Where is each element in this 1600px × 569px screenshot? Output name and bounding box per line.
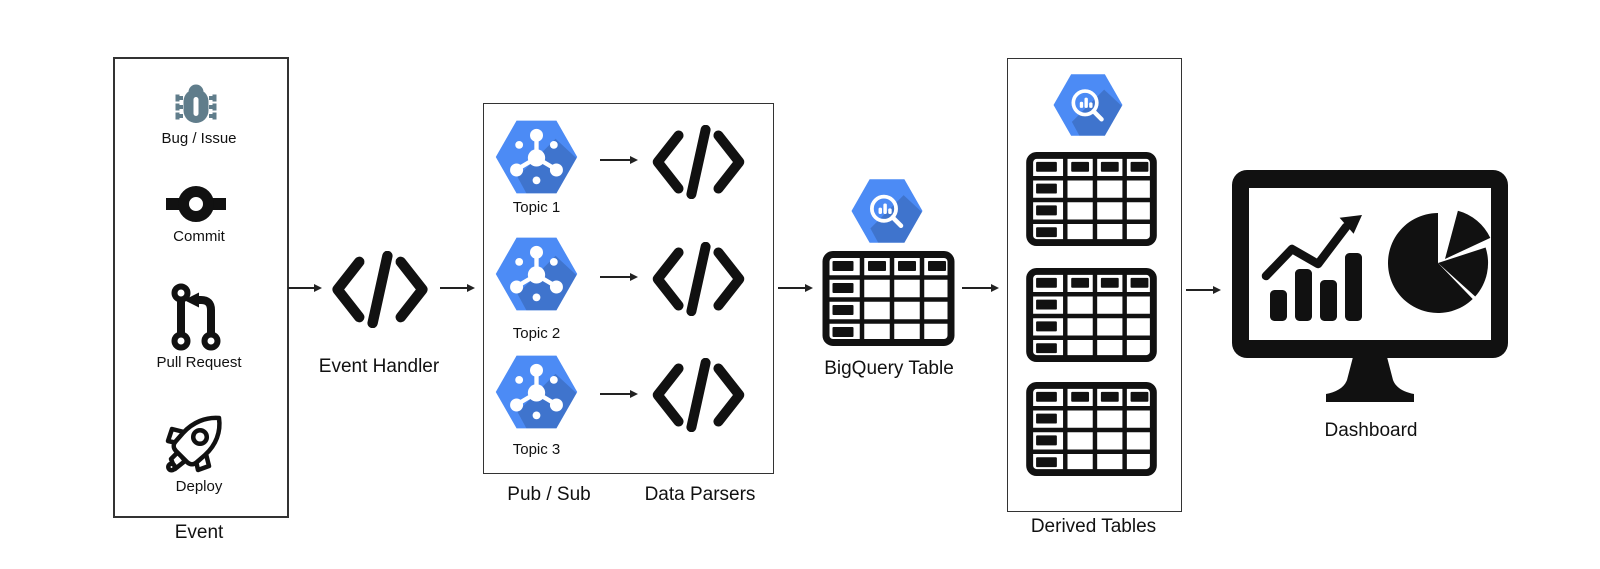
event-item-label: Pull Request <box>156 354 242 371</box>
event-item-label: Deploy <box>175 478 223 495</box>
topic-label: Topic 2 <box>512 325 561 342</box>
derived-tables-label: Derived Tables <box>1030 516 1157 537</box>
flow-arrow <box>600 276 630 278</box>
dashboard-monitor-icon <box>1232 170 1508 402</box>
rocket-icon <box>165 415 222 473</box>
bug-icon <box>175 84 217 123</box>
bigquery-hexagon-icon <box>849 177 925 245</box>
pubsub-hexagon-icon <box>493 353 580 431</box>
pubsub-group-title: Pub / Sub <box>507 484 591 505</box>
event-item-label: Bug / Issue <box>161 130 237 147</box>
flow-arrow <box>600 393 630 395</box>
data-parsers-title: Data Parsers <box>644 484 756 505</box>
flow-arrow <box>288 287 314 289</box>
pubsub-group-box <box>483 103 774 474</box>
flow-arrow <box>1186 289 1213 291</box>
event-item-label: Commit <box>173 228 225 245</box>
topic-label: Topic 3 <box>512 441 561 458</box>
git-pull-request-icon <box>171 283 221 351</box>
derived-tables-box <box>1007 58 1182 512</box>
code-icon <box>650 125 747 199</box>
table-icon <box>1025 268 1158 362</box>
flow-arrow <box>778 287 805 289</box>
flow-arrow <box>600 159 630 161</box>
pubsub-hexagon-icon <box>493 118 580 196</box>
code-icon <box>650 242 747 316</box>
code-icon <box>650 358 747 432</box>
git-commit-icon <box>166 186 226 222</box>
topic-label: Topic 1 <box>512 199 561 216</box>
code-icon <box>325 251 435 328</box>
event-handler-label: Event Handler <box>318 356 440 377</box>
table-icon <box>1025 152 1158 246</box>
flow-arrow <box>962 287 991 289</box>
flow-arrow <box>440 287 467 289</box>
table-icon <box>1025 382 1158 476</box>
bigquery-hexagon-icon <box>1051 72 1125 138</box>
pubsub-hexagon-icon <box>493 235 580 313</box>
bigquery-table-label: BigQuery Table <box>824 358 954 379</box>
dashboard-label: Dashboard <box>1324 420 1418 441</box>
table-icon <box>822 251 955 346</box>
event-group-title: Event <box>174 522 224 543</box>
